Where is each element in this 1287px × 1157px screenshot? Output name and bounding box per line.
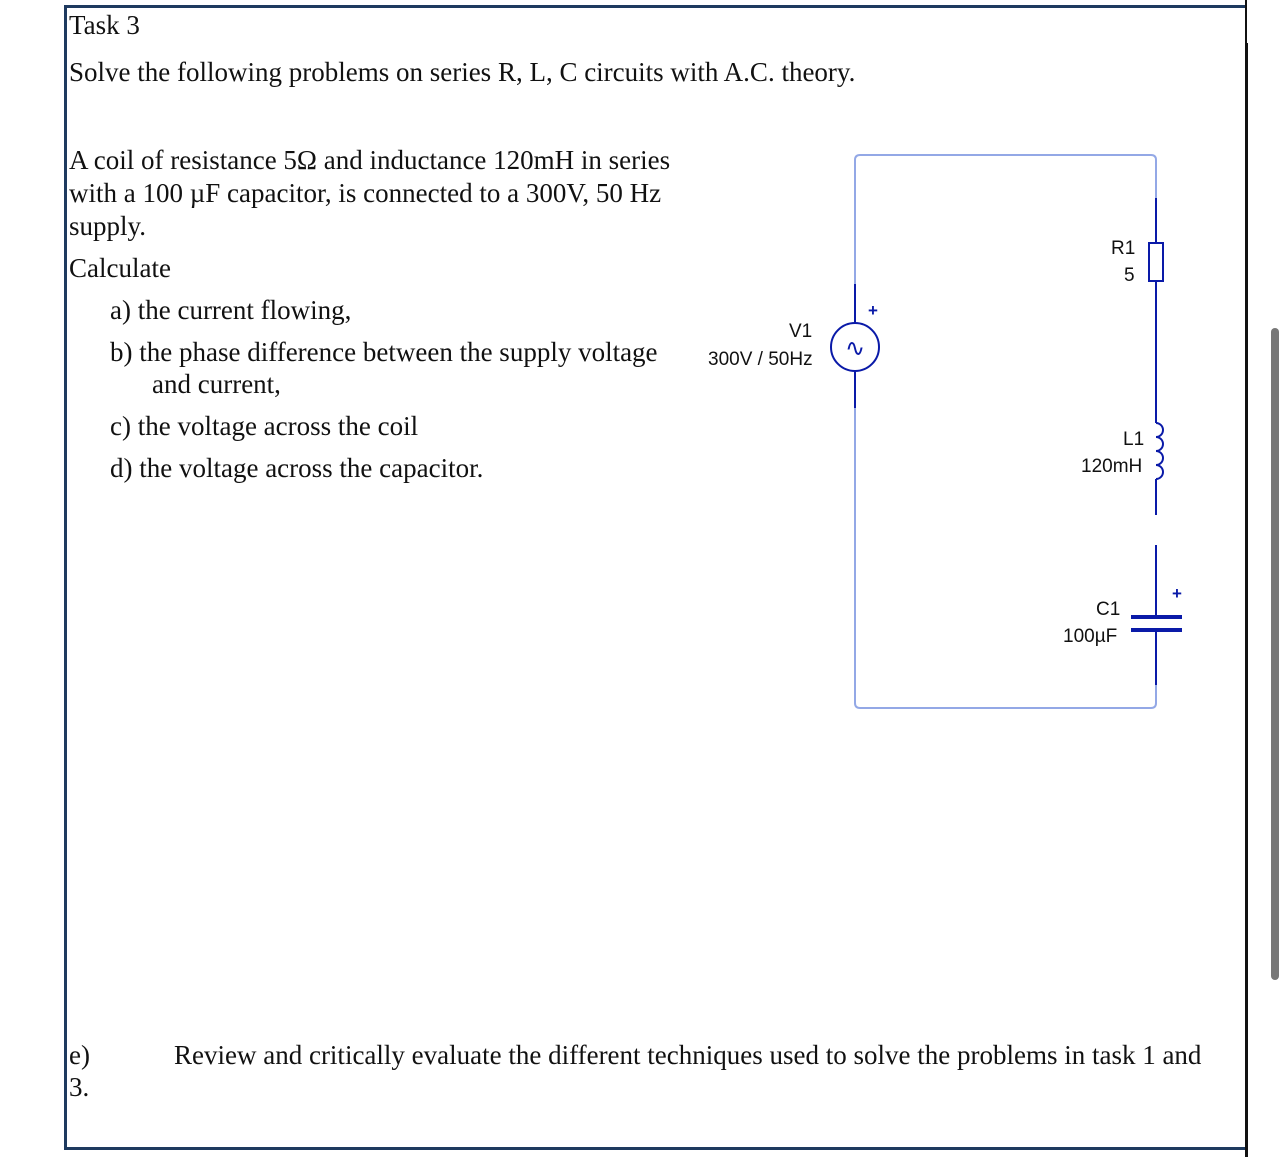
document-frame-left — [64, 5, 67, 1150]
circuit-components — [830, 198, 1164, 685]
capacitor-plus-sign: + — [1172, 584, 1182, 603]
inductor-name: L1 — [1123, 429, 1145, 450]
item-a: a) the current flowing, — [110, 295, 352, 325]
problem-line-3: supply. — [69, 211, 147, 241]
resistor-value: 5 — [1124, 265, 1135, 286]
circuit-wires — [854, 154, 1157, 709]
capacitor-name: C1 — [1096, 599, 1121, 620]
item-e-text: Review and critically evaluate the diffe… — [174, 1040, 1202, 1070]
item-e-continued: 3. — [69, 1072, 90, 1102]
item-c: c) the voltage across the coil — [110, 411, 419, 441]
document-frame-right-inner — [1246, 43, 1248, 1157]
item-d: d) the voltage across the capacitor. — [110, 453, 484, 483]
capacitor-value: 100µF — [1063, 626, 1118, 647]
source-plus-sign: + — [868, 301, 878, 320]
resistor-name: R1 — [1111, 238, 1136, 259]
problem-line-1: A coil of resistance 5Ω and inductance 1… — [69, 145, 671, 175]
calculate-heading: Calculate — [69, 253, 171, 283]
task-title: Task 3 — [69, 10, 140, 40]
ac-source-symbol — [830, 322, 880, 372]
inductor-value: 120mH — [1081, 456, 1143, 477]
source-name: V1 — [789, 321, 813, 342]
task-intro: Solve the following problems on series R… — [69, 57, 856, 87]
capacitor-symbol — [1131, 615, 1182, 632]
item-b-line-1: b) the phase difference between the supp… — [110, 337, 658, 367]
document-frame-top — [64, 5, 1247, 8]
problem-line-2: with a 100 µF capacitor, is connected to… — [69, 178, 662, 208]
document-frame-bottom — [64, 1147, 1248, 1150]
source-symbol-glyph: ∿ — [845, 334, 865, 362]
resistor-symbol — [1148, 242, 1164, 282]
item-e-label: e) — [69, 1040, 90, 1070]
inductor-symbol — [1155, 422, 1164, 480]
vertical-scrollbar[interactable] — [1271, 328, 1279, 980]
item-b-line-2: and current, — [152, 369, 281, 399]
source-value: 300V / 50Hz — [708, 349, 813, 370]
